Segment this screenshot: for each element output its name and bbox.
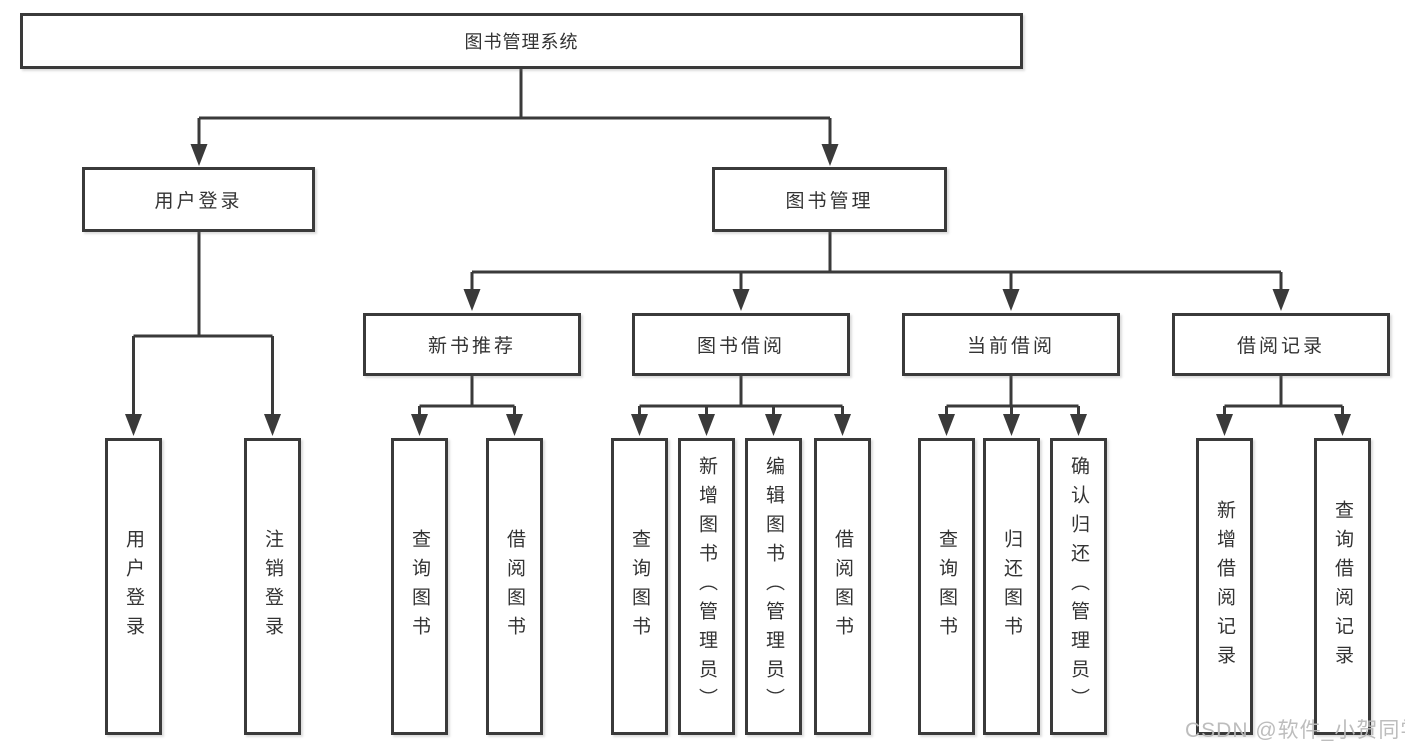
- node-book-borrowing-label: 图书借阅: [696, 336, 785, 357]
- node-new-book-recommend: 新书推荐: [363, 313, 581, 376]
- node-borrowing-records: 借阅记录: [1172, 313, 1390, 376]
- leaf-add-book-admin: 新增图书（管理员）: [678, 438, 735, 735]
- leaf-user-login: 用户登录: [105, 438, 162, 735]
- leaf-return-book: 归还图书: [983, 438, 1040, 735]
- leaf-add-book-admin-label: 新增图书（管理员）: [696, 456, 717, 717]
- leaf-user-login-label: 用户登录: [123, 528, 144, 645]
- arrowheads: [125, 144, 1351, 436]
- leaf-add-borrow-record-label: 新增借阅记录: [1214, 499, 1235, 674]
- leaf-logout: 注销登录: [244, 438, 301, 735]
- leaf-confirm-return-admin: 确认归还（管理员）: [1050, 438, 1107, 735]
- leaf-query-borrow-record-label: 查询借阅记录: [1332, 499, 1353, 674]
- leaf-borrow-books-recommend: 借阅图书: [486, 438, 543, 735]
- leaf-query-books-borrowing: 查询图书: [611, 438, 668, 735]
- leaf-borrow-books: 借阅图书: [814, 438, 871, 735]
- leaf-edit-book-admin: 编辑图书（管理员）: [745, 438, 802, 735]
- node-new-book-recommend-label: 新书推荐: [427, 336, 516, 357]
- node-book-management-label: 图书管理: [785, 191, 874, 212]
- watermark: CSDN @软件_小贺同学: [1185, 719, 1405, 742]
- node-library-system-label: 图书管理系统: [464, 32, 579, 52]
- connector-path: [132, 69, 1344, 418]
- node-borrowing-records-label: 借阅记录: [1236, 336, 1325, 357]
- node-current-borrowing: 当前借阅: [902, 313, 1120, 376]
- leaf-query-books-recommend: 查询图书: [391, 438, 448, 735]
- leaf-query-books-recommend-label: 查询图书: [409, 528, 430, 645]
- leaf-query-books-borrowing-label: 查询图书: [629, 528, 650, 645]
- node-book-management: 图书管理: [712, 167, 947, 232]
- leaf-return-book-label: 归还图书: [1001, 528, 1022, 645]
- leaf-query-books-current: 查询图书: [918, 438, 975, 735]
- leaf-query-books-current-label: 查询图书: [936, 528, 957, 645]
- leaf-edit-book-admin-label: 编辑图书（管理员）: [763, 456, 784, 717]
- node-book-borrowing: 图书借阅: [632, 313, 850, 376]
- leaf-confirm-return-admin-label: 确认归还（管理员）: [1068, 456, 1089, 717]
- leaf-add-borrow-record: 新增借阅记录: [1196, 438, 1253, 735]
- node-user-login-label: 用户登录: [154, 191, 243, 212]
- node-library-system: 图书管理系统: [20, 13, 1023, 69]
- leaf-borrow-books-recommend-label: 借阅图书: [504, 528, 525, 645]
- node-current-borrowing-label: 当前借阅: [966, 336, 1055, 357]
- leaf-query-borrow-record: 查询借阅记录: [1314, 438, 1371, 735]
- leaf-logout-label: 注销登录: [262, 528, 283, 645]
- leaf-borrow-books-label: 借阅图书: [832, 528, 853, 645]
- node-user-login: 用户登录: [82, 167, 315, 232]
